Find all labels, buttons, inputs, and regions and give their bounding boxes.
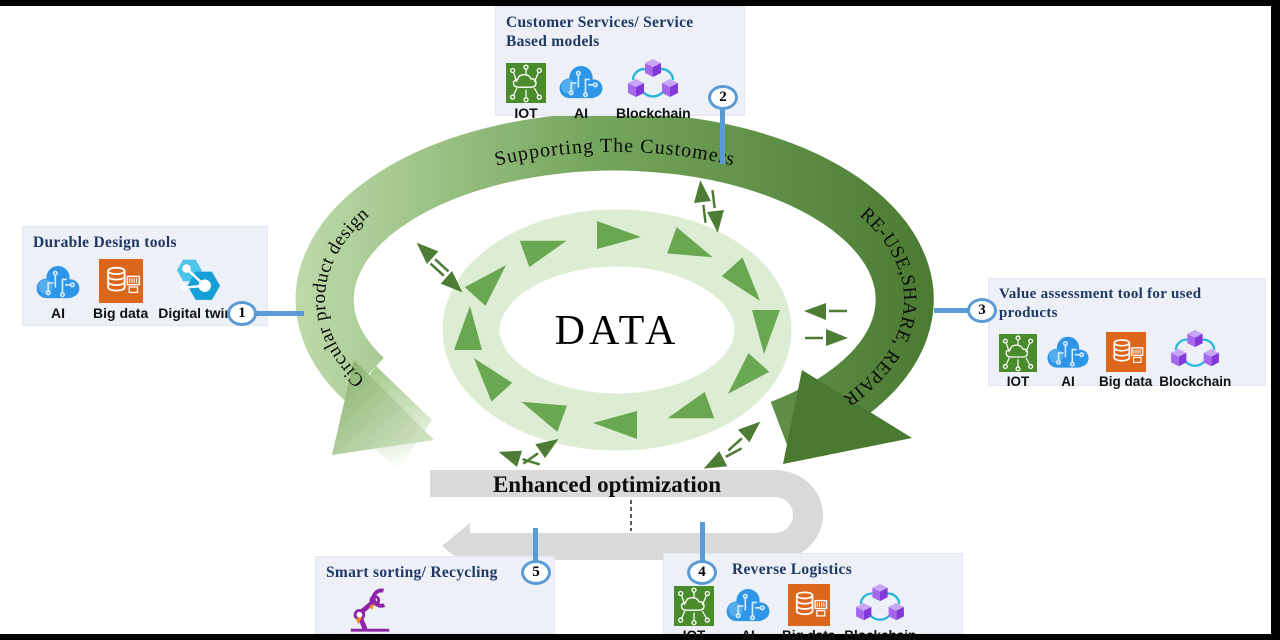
icon-label: AI [51,305,65,322]
icons-row: IOT AI Big data Blockchain [674,582,952,640]
icon-label: Robotics [340,636,400,640]
box-title: Durable Design tools [33,234,177,251]
digital-twins-icon [173,257,225,303]
tech-item: AI [1044,334,1092,389]
marker-1: 1 [227,301,257,326]
box-title: Customer Services/ Service Based models [506,14,694,51]
tech-item: Blockchain [1159,328,1231,389]
icon-label: Big data [1099,373,1153,389]
iot-icon [674,586,714,626]
tech-item: IOT [506,63,546,121]
ai-icon [33,263,83,303]
box-smart-sorting: Smart sorting/ Recycling Robotics [315,556,555,640]
ai-icon [556,63,606,103]
box-title: Value assessment tool for used products [999,286,1202,321]
icon-label: AI [574,104,588,121]
outer-cycle-band [295,112,934,470]
ai-icon [723,586,773,626]
icon-label: Blockchain [844,628,917,640]
blockchain-icon [854,582,906,626]
iot-icon [506,63,546,103]
box-value-assessment: Value assessment tool for used products … [988,278,1266,389]
tech-item: AI [33,263,83,321]
blockchain-icon [1170,328,1220,372]
icon-label: Big data [782,628,836,640]
center-data-label: DATA [555,308,680,354]
tech-item: IOT [999,334,1037,389]
tech-item: Blockchain [844,582,916,640]
ai-icon [1044,334,1092,372]
tech-item: Robotics [340,584,400,640]
icons-row: IOT AI Blockchain [506,57,734,121]
icon-label: Digital twins [158,305,241,322]
icon-label: AI [741,628,755,640]
enhanced-optimization-arrow [430,470,823,569]
robotics-icon [342,584,398,634]
connector-4 [700,522,705,564]
frame-right-bar [1271,0,1280,640]
iot-icon [999,334,1037,372]
icons-row: IOT AI Big data Blockchain [999,328,1255,389]
icon-label: Big data [93,305,149,322]
icon-label: AI [1061,373,1075,389]
icon-label: Blockchain [1159,373,1232,389]
blockchain-icon [627,57,679,103]
tech-item: Big data [1099,332,1152,389]
left-arrowhead [332,360,434,455]
tech-item: Big data [782,584,835,640]
connector-3 [934,308,970,313]
big-data-icon [788,584,830,626]
tech-item: IOT [674,586,714,640]
marker-2: 2 [708,85,738,110]
big-data-icon [1106,332,1146,372]
tech-item: Digital twins [158,257,241,322]
icons-row: Robotics [326,584,544,640]
marker-5: 5 [521,560,551,585]
icon-label: Blockchain [616,104,691,121]
connector-1 [256,311,304,316]
right-arrowhead [783,370,912,464]
icons-row: AI Big data Digital twins [33,257,257,321]
connector-2 [720,108,725,164]
tech-item: AI [556,63,606,121]
marker-4: 4 [687,560,717,585]
tech-item: AI [723,586,773,640]
cycle-triangles [454,221,780,439]
icon-label: IOT [514,104,538,121]
frame-top-bar [0,0,1280,6]
box-title: Smart sorting/ Recycling [326,564,498,581]
tech-item: Blockchain [616,57,691,121]
box-title: Reverse Logistics [732,561,853,578]
icon-label: IOT [1006,373,1030,389]
box-customer-services: Customer Services/ Service Based models … [495,6,745,121]
marker-3: 3 [967,298,997,323]
icon-label: IOT [682,628,706,640]
frame-bottom-bar [0,634,1280,640]
connector-5 [533,528,538,564]
big-data-icon [99,259,143,303]
enhanced-optimization-label: Enhanced optimization [493,472,721,497]
tech-item: Big data [93,259,148,321]
